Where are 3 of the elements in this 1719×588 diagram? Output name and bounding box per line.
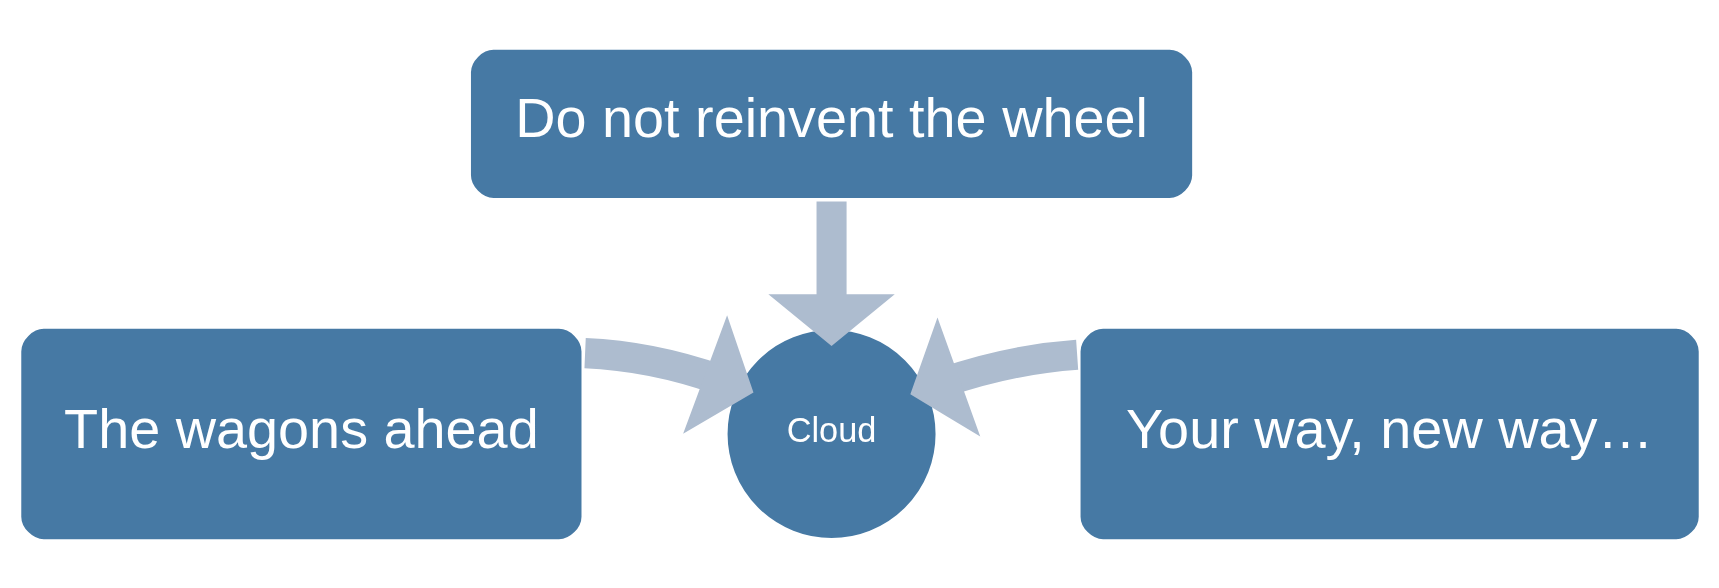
arrow (909, 316, 1078, 436)
arrow (767, 201, 895, 346)
arrow (583, 314, 753, 434)
